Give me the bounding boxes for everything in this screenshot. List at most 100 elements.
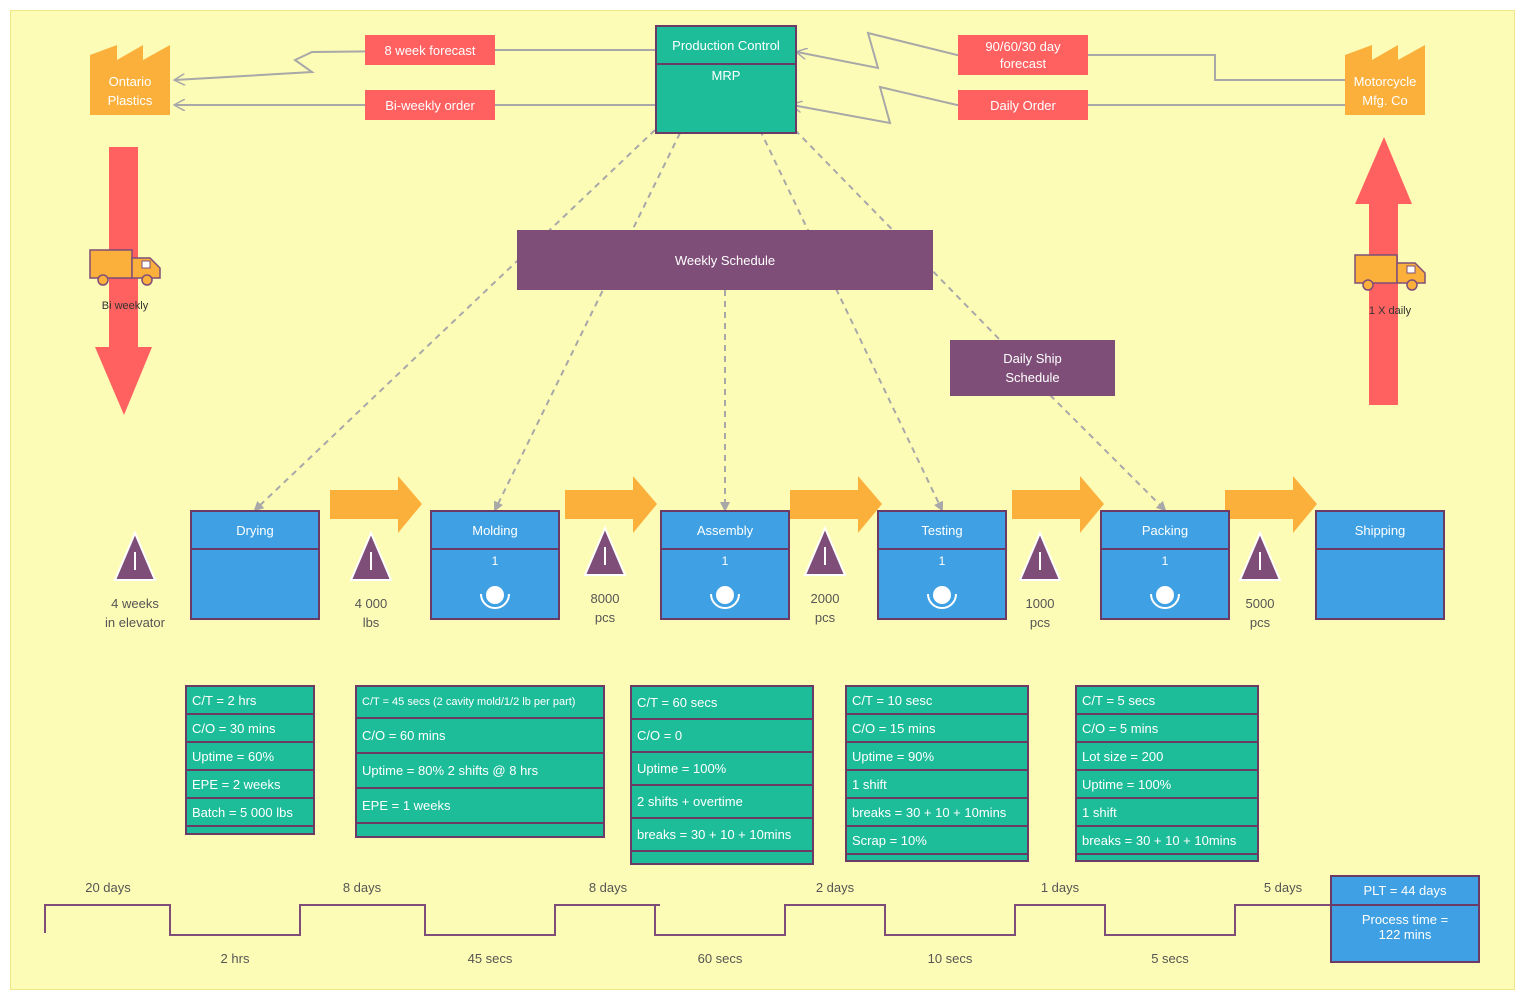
process-time-label: 2 hrs [220,951,250,966]
data-box-packing: C/T = 5 secs C/O = 5 mins Lot size = 200… [1075,685,1259,862]
push-arrows [330,476,1317,533]
daily-order-line-customer [792,85,1345,125]
process-box-shipping: Shipping [1315,510,1445,620]
process-time-label: 10 secs [927,951,973,966]
data-box-row: C/T = 2 hrs [187,687,313,715]
push-arrow-3 [790,476,882,533]
data-box-row: Scrap = 10% [847,827,1027,855]
process-time-label: 5 secs [1151,951,1189,966]
data-box-row: C/O = 15 mins [847,715,1027,743]
wait-time-label: 2 days [815,880,855,895]
operator-icon [480,586,510,609]
supplier-name: Ontario Plastics [107,74,153,108]
inventory-triangle-icon-6 [1238,530,1282,581]
wait-time-label: 20 days [85,880,131,895]
process-time-label: 60 secs [697,951,743,966]
wait-time-label: 1 days [1040,880,1080,895]
data-box-row: breaks = 30 + 10 + 10mins [632,819,812,852]
data-box-row: Batch = 5 000 lbs [187,799,313,827]
data-box-row: C/O = 5 mins [1077,715,1257,743]
operator-icon [710,586,740,609]
data-box-row: EPE = 2 weeks [187,771,313,799]
process-name: Shipping [1317,512,1443,550]
schedule-line-testing [759,129,944,512]
operator-icon [927,586,957,609]
data-box-row: Uptime = 100% [632,753,812,786]
data-box-row: EPE = 1 weeks [357,789,603,824]
data-box-row: C/T = 60 secs [632,687,812,720]
operator-count: 1 [1161,554,1169,568]
process-name: Drying [192,512,318,550]
process-name: Packing [1102,512,1228,550]
data-box-row: Uptime = 100% [1077,771,1257,799]
data-box-row: C/T = 5 secs [1077,687,1257,715]
forecast-from-customer-box: 90/60/30 day forecast [958,35,1088,75]
data-box-row: Uptime = 80% 2 shifts @ 8 hrs [357,754,603,789]
order-from-customer-box: Daily Order [958,90,1088,120]
customer-factory-icon [1345,45,1425,115]
production-control-box: Production Control MRP [655,25,797,134]
data-box-molding: C/T = 45 secs (2 cavity mold/1/2 lb per … [355,685,605,838]
data-box-row: breaks = 30 + 10 + 10mins [1077,827,1257,855]
plt-value: PLT = 44 days [1332,877,1478,906]
process-box-testing: Testing 1 [877,510,1007,620]
process-time-total: Process time = 122 mins [1361,912,1449,942]
inventory-triangle-icon-5 [1018,530,1062,581]
wait-time-label: 5 days [1263,880,1303,895]
weekly-schedule-box: Weekly Schedule [517,230,933,290]
data-box-row: breaks = 30 + 10 + 10mins [847,799,1027,827]
operator-count: 1 [491,554,499,568]
operator-count: 1 [721,554,729,568]
inventory-triangle-icon-1 [113,530,157,581]
supplier-factory-icon [90,45,170,115]
order-to-supplier-box: Bi-weekly order [365,90,495,120]
wait-time-label: 8 days [588,880,628,895]
process-time-label: 45 secs [467,951,513,966]
data-box-drying: C/T = 2 hrs C/O = 30 mins Uptime = 60% E… [185,685,315,835]
data-box-testing: C/T = 10 sesc C/O = 15 mins Uptime = 90%… [845,685,1029,862]
data-box-row: C/O = 30 mins [187,715,313,743]
inbound-shipment-arrow [95,147,152,415]
data-box-row: C/T = 45 secs (2 cavity mold/1/2 lb per … [357,687,603,719]
schedule-line-drying [253,129,656,512]
outbound-truck-icon [1354,254,1426,291]
timeline-ladder [44,904,1330,936]
process-box-packing: Packing 1 [1100,510,1230,620]
forecast-to-supplier-box: 8 week forecast [365,35,495,65]
process-box-molding: Molding 1 [430,510,560,620]
push-arrow-2 [565,476,657,533]
push-arrow-1 [330,476,422,533]
process-name: Molding [432,512,558,550]
data-box-row: C/O = 60 mins [357,719,603,754]
inbound-shipment-label: Bi weekly [101,300,149,312]
push-arrow-5 [1225,476,1317,533]
data-box-row: 2 shifts + overtime [632,786,812,819]
data-box-row: C/T = 10 sesc [847,687,1027,715]
data-box-row: 1 shift [1077,799,1257,827]
process-box-drying: Drying [190,510,320,620]
data-box-assembly: C/T = 60 secs C/O = 0 Uptime = 100% 2 sh… [630,685,814,865]
schedule-line-packing [1049,394,1167,512]
inventory-triangle-icon-2 [349,530,393,581]
data-box-row: Lot size = 200 [1077,743,1257,771]
schedule-line-molding [494,132,681,512]
inventory-triangle-icon-4 [803,525,847,576]
production-control-title: Production Control [657,27,795,65]
data-box-row: Uptime = 60% [187,743,313,771]
operator-icon [1150,586,1180,609]
data-box-row: C/O = 0 [632,720,812,753]
data-box-row: 1 shift [847,771,1027,799]
data-box-row: Uptime = 90% [847,743,1027,771]
customer-name: Motorcycle Mfg. Co [1353,74,1417,108]
lead-time-summary-box: PLT = 44 days Process time = 122 mins [1330,875,1480,963]
process-box-assembly: Assembly 1 [660,510,790,620]
wait-time-label: 8 days [342,880,382,895]
production-control-subtitle: MRP [711,68,741,83]
electronic-forecast-line-supplier [175,49,655,80]
